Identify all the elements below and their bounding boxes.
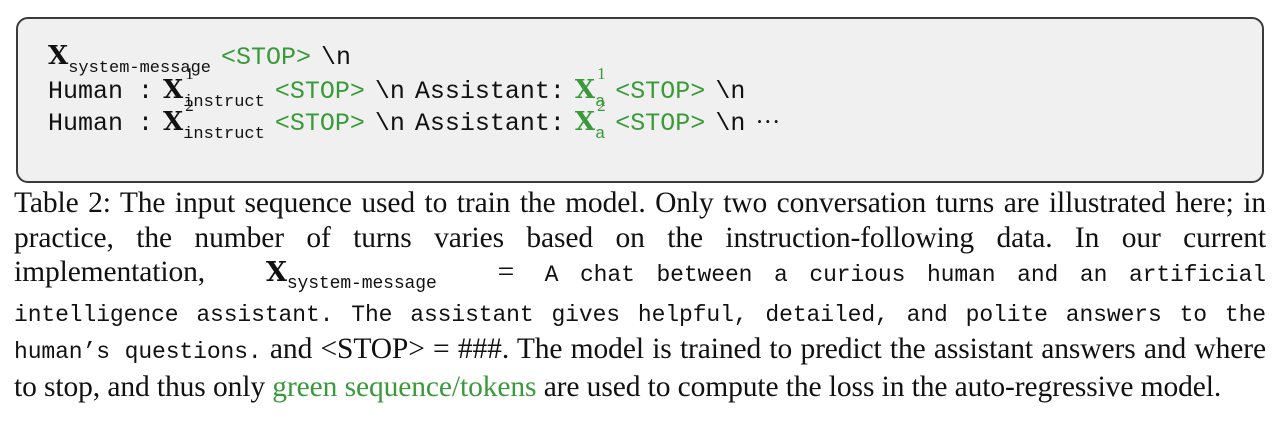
turn-superscript: 1 bbox=[185, 64, 194, 83]
newline-token: \n bbox=[374, 77, 405, 106]
stop-token: <STOP> bbox=[615, 77, 706, 106]
caption-green-text: green sequence/tokens bbox=[272, 370, 537, 403]
caption-text-part1: The input sequence used to train the mod… bbox=[14, 187, 1266, 288]
sequence-box bbox=[16, 17, 1264, 183]
answer-subscript: a bbox=[595, 125, 606, 144]
human-label: Human : bbox=[48, 109, 154, 138]
caption-x-symbol: X bbox=[265, 257, 287, 288]
answer-symbol: X bbox=[574, 75, 596, 105]
newline-token: \n bbox=[715, 109, 746, 138]
caption-system-subscript: system-message bbox=[286, 274, 437, 294]
turn-superscript: 1 bbox=[597, 64, 606, 83]
newline-token: \n bbox=[715, 77, 746, 106]
sequence-line-turn-1: Human : Xinstruct 1 <STOP> \n Assistant: Xa 1 <S… bbox=[48, 65, 746, 112]
caption-equals: = bbox=[497, 256, 515, 288]
assistant-label: Assistant: bbox=[414, 109, 565, 138]
turn-superscript: 2 bbox=[185, 96, 194, 115]
turn-superscript: 2 bbox=[597, 96, 606, 115]
instruct-subscript: instruct bbox=[183, 125, 265, 144]
caption-system-message: A chat between a curious human and an ar… bbox=[14, 262, 1266, 365]
assistant-label: Assistant: bbox=[414, 77, 565, 106]
x-symbol: X bbox=[163, 107, 184, 137]
caption-stop-definition: <STOP> = ###. bbox=[320, 333, 510, 365]
caption-text-part2: The model is trained to predict the assi… bbox=[14, 333, 1267, 403]
stop-token: <STOP> bbox=[221, 43, 312, 72]
x-symbol: X bbox=[163, 75, 184, 105]
newline-token: \n bbox=[321, 43, 352, 72]
sequence-line-turn-2: Human : Xinstruct 2 <STOP> \n Assistant: Xa 2 <S… bbox=[48, 97, 781, 144]
caption-text-part3: are used to compute the loss in the auto… bbox=[543, 370, 1222, 403]
x-symbol: X bbox=[48, 41, 69, 71]
human-label: Human : bbox=[48, 77, 154, 106]
instruct-subscript: instruct bbox=[183, 93, 265, 112]
stop-token: <STOP> bbox=[615, 109, 706, 138]
sequence-line-system: Xsystem-message <STOP> \n bbox=[48, 40, 352, 78]
system-subscript: system-message bbox=[68, 59, 212, 78]
answer-symbol: X bbox=[574, 107, 596, 137]
caption-label: Table 2: bbox=[14, 187, 111, 219]
newline-token: \n bbox=[374, 109, 405, 138]
stop-token: <STOP> bbox=[274, 77, 365, 106]
caption-and: and bbox=[269, 333, 313, 365]
stop-token: <STOP> bbox=[274, 109, 365, 138]
table-caption: Table 2: The input sequence used to trai… bbox=[14, 186, 1266, 404]
answer-subscript: a bbox=[595, 93, 606, 112]
ellipsis: ··· bbox=[755, 109, 781, 136]
